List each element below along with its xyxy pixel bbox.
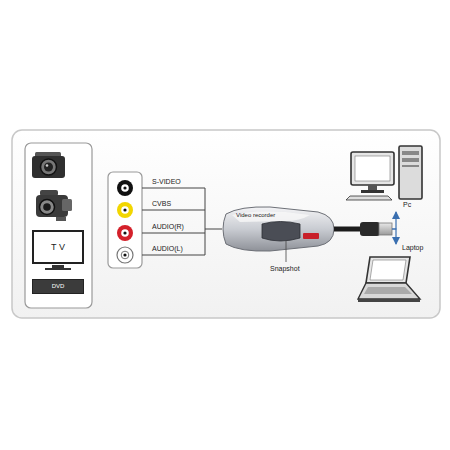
camera-icon xyxy=(32,152,65,178)
signal-name: CVBS xyxy=(152,200,171,208)
jack-panel xyxy=(108,172,142,268)
camcorder-icon xyxy=(36,190,72,221)
laptop-icon xyxy=(358,257,420,302)
tv-screen: T V xyxy=(32,230,84,264)
part-label: Snapshot xyxy=(270,265,300,273)
tv-base xyxy=(45,268,71,270)
node-text: Pc xyxy=(403,201,411,209)
pc-node: Pc xyxy=(345,146,428,212)
usb-connector xyxy=(392,229,396,244)
signal-wires xyxy=(142,188,222,255)
laptop-node: Laptop xyxy=(355,244,428,304)
node-text: Video recorder xyxy=(236,212,275,219)
usb-connector xyxy=(392,212,396,229)
dvd-player: DVD xyxy=(32,279,84,294)
node-text: Laptop xyxy=(402,244,423,252)
snapshot-button xyxy=(262,222,300,242)
signal-name: S-VIDEO xyxy=(152,178,181,186)
node-text: T V xyxy=(51,242,65,252)
source-panel xyxy=(25,143,92,308)
tv-stand xyxy=(52,265,64,268)
video-recorder: Video recorder xyxy=(222,206,392,252)
rca-jacks xyxy=(117,180,133,263)
pc-icon xyxy=(346,146,422,200)
usb-plug-metal xyxy=(379,223,392,235)
frame-panel xyxy=(12,130,440,318)
brand-badge xyxy=(303,233,319,239)
signal-name: AUDIO(R) xyxy=(152,223,184,231)
signal-name: AUDIO(L) xyxy=(152,245,183,253)
leader-line xyxy=(286,241,287,262)
video-recorder-device xyxy=(223,207,334,251)
node-text: DVD xyxy=(52,283,65,290)
usb-plug-body xyxy=(360,222,380,236)
